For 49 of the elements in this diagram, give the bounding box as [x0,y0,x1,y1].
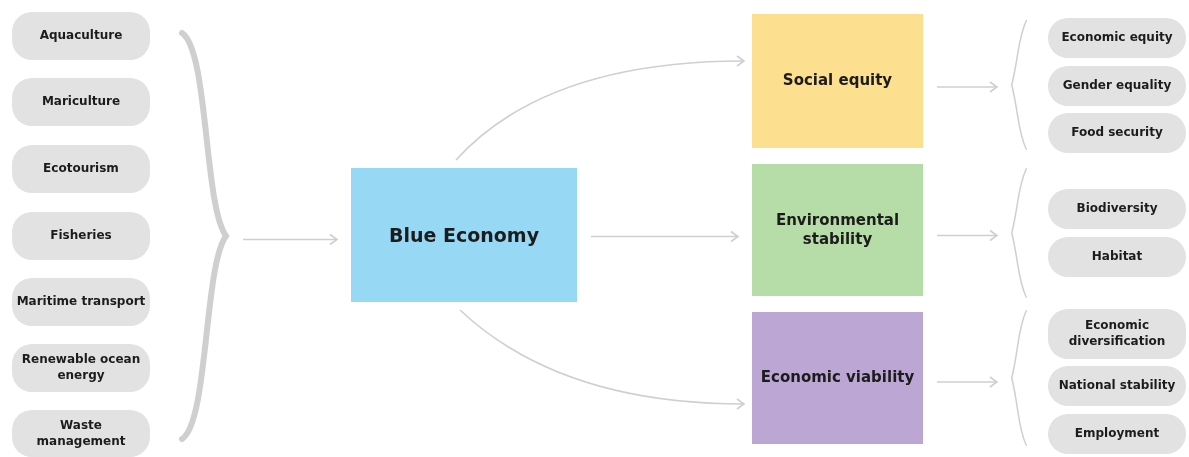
node-label: Economic equity [1061,30,1173,46]
pillar-box [752,14,923,148]
topic-pill [12,344,150,392]
node-label: Economic diversification [1067,318,1167,350]
arrow [242,233,338,246]
node-label: Habitat [1091,249,1143,265]
topic-pill [1048,66,1186,106]
topic-pill [1048,189,1186,229]
topic-pill [1048,309,1186,359]
topic-pill [1048,237,1186,277]
curly-bracket [1011,310,1027,446]
arrow [936,229,998,242]
node-label: Renewable ocean energy [20,352,142,384]
node-label: Economic viability [760,368,915,388]
arrow [590,230,739,243]
topic-pill [1048,18,1186,58]
node-label: Aquaculture [39,28,123,44]
topic-pill [12,12,150,60]
curly-bracket [1011,168,1027,298]
central-box [351,168,577,302]
node-label: Waste management [35,417,127,450]
topic-pill [12,212,150,260]
pillar-box [752,312,923,444]
node-label: Social equity [782,71,893,91]
node-label: Maritime transport [16,294,146,310]
node-label: Mariculture [41,94,121,110]
topic-pill [1048,366,1186,406]
node-label: Blue Economy [388,222,540,248]
node-label: Fisheries [50,228,112,244]
topic-pill [12,278,150,326]
curly-bracket [179,30,229,442]
topic-pill [12,78,150,126]
arrow [936,376,998,388]
node-label: Food security [1071,125,1163,141]
arrow [455,55,745,161]
topic-pill [1048,113,1186,153]
arrow [936,81,998,93]
topic-pill [12,145,150,193]
node-label: Environmental stability [774,210,901,250]
pillar-box [752,164,923,296]
node-label: Employment [1074,426,1160,442]
node-label: Ecotourism [43,161,119,177]
arrow [459,309,745,410]
topic-pill [12,410,150,457]
node-label: Biodiversity [1076,201,1158,217]
topic-pill [1048,414,1186,454]
curly-bracket [1011,20,1027,150]
node-label: National stability [1058,378,1176,394]
node-label: Gender equality [1062,78,1172,94]
